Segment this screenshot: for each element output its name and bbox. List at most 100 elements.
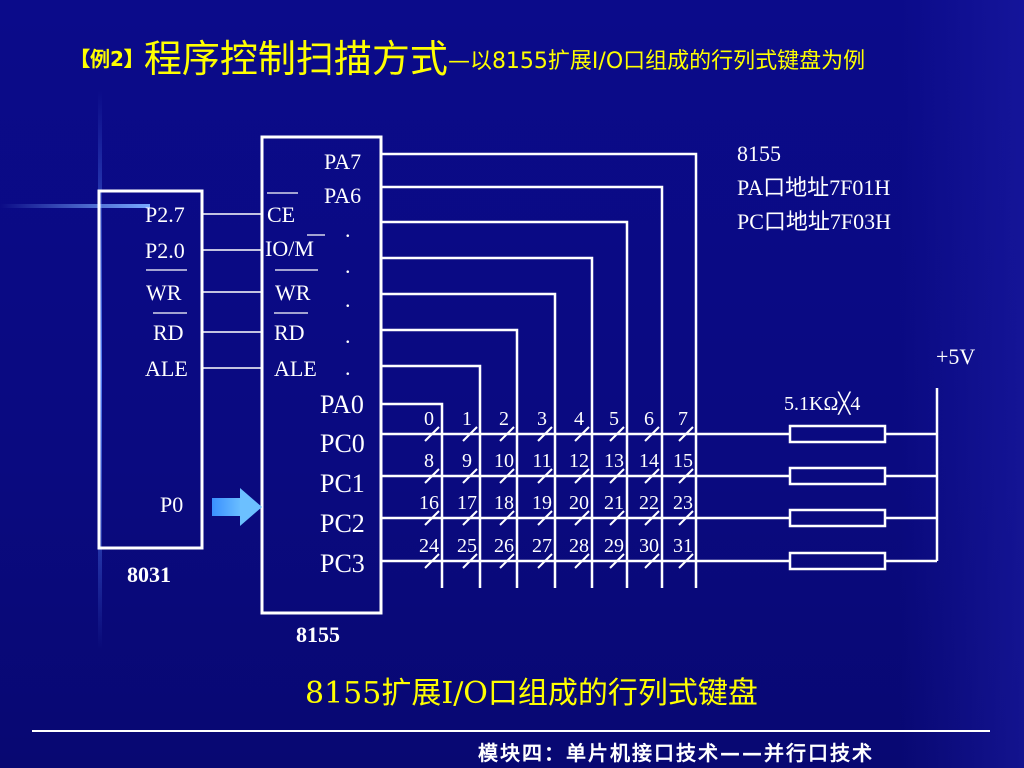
key-number: 18 [494, 492, 514, 514]
key-switch [678, 553, 694, 569]
key-switch [644, 468, 660, 484]
key-switch [424, 468, 440, 484]
pin-label: WR [275, 280, 311, 305]
address-note: 8155 PA口地址7F01H PC口地址7F03H [737, 141, 891, 234]
key-switch [609, 510, 625, 526]
pin-dot: . [345, 287, 351, 312]
resistor [788, 466, 887, 486]
key-number: 14 [639, 450, 659, 472]
key-switch [499, 468, 515, 484]
pin-label: PC2 [320, 509, 365, 538]
key-number: 19 [532, 492, 552, 514]
diagram-caption: 8155扩展I/O口组成的行列式键盘 [305, 676, 758, 711]
key-number: 23 [673, 492, 693, 514]
pin-label: CE [267, 202, 295, 227]
resistor [788, 424, 887, 444]
chip-8031-labels: P2.7 P2.0 WR RD ALE P0 [145, 202, 188, 517]
note-line: 8155 [737, 141, 781, 166]
pin-label: PA6 [324, 183, 361, 208]
pin-label: ALE [274, 356, 317, 381]
key-switch [424, 426, 440, 442]
chip-8155-name: 8155 [296, 622, 340, 647]
pin-label: RD [274, 320, 305, 345]
pin-label: PA0 [320, 390, 364, 419]
footer-divider [32, 730, 990, 732]
example-tag: 【例2】 [70, 47, 144, 71]
overbars [146, 192, 325, 314]
key-number: 15 [673, 450, 693, 472]
pin-label: WR [146, 280, 182, 305]
key-number: 9 [462, 450, 472, 472]
chip-8031-name: 8031 [127, 562, 171, 587]
key-number: 10 [494, 450, 514, 472]
chip-8155-labels: CE IO/M WR RD ALE PA7 PA6 . . . . . [265, 149, 361, 381]
pin-dot: . [345, 355, 351, 380]
key-number: 12 [569, 450, 589, 472]
chip-8155-box [260, 135, 383, 615]
key-number: 31 [673, 535, 693, 557]
key-number: 8 [424, 450, 434, 472]
pin-label: IO/M [265, 236, 314, 261]
row-pin-labels: PA0 PC0 PC1 PC2 PC3 [320, 390, 365, 578]
key-switch [462, 426, 478, 442]
resistor [788, 551, 887, 571]
footer-text: 模块四：单片机接口技术——并行口技术 [478, 741, 874, 765]
key-switches [424, 426, 694, 569]
note-line: PA口地址7F01H [737, 175, 890, 200]
key-switch [574, 468, 590, 484]
key-number: 22 [639, 492, 659, 514]
note-line: PC口地址7F03H [737, 209, 891, 234]
resistor-label: 5.1KΩ╳4 [784, 391, 860, 415]
key-switch [424, 510, 440, 526]
decorative-horizontal-glow [0, 204, 150, 208]
pin-label: ALE [145, 356, 188, 381]
key-switch [462, 468, 478, 484]
key-number: 7 [678, 408, 688, 430]
data-bus-arrow [212, 488, 262, 526]
key-switch [644, 553, 660, 569]
key-switch [499, 426, 515, 442]
key-number: 29 [604, 535, 624, 557]
key-switch [609, 553, 625, 569]
key-switch [424, 553, 440, 569]
key-switch [678, 468, 694, 484]
slide-title: 【例2】程序控制扫描方式—以8155扩展I/O口组成的行列式键盘为例 [70, 28, 1024, 83]
pin-label: PC3 [320, 549, 365, 578]
key-switch [499, 510, 515, 526]
key-number: 24 [419, 535, 439, 557]
key-switch [574, 510, 590, 526]
key-number: 26 [494, 535, 514, 557]
key-switch [644, 426, 660, 442]
title-main: 程序控制扫描方式 [143, 37, 448, 81]
key-switch [678, 426, 694, 442]
key-switch [574, 553, 590, 569]
key-switch [537, 510, 553, 526]
chip-8031-box [97, 189, 204, 550]
key-number: 13 [604, 450, 624, 472]
key-switch [609, 426, 625, 442]
title-subtitle: —以8155扩展I/O口组成的行列式键盘为例 [447, 49, 866, 74]
power-label: +5V [936, 344, 975, 369]
resistor [788, 508, 887, 528]
key-number: 25 [457, 535, 477, 557]
key-switch [462, 510, 478, 526]
key-number: 27 [532, 535, 552, 557]
row-wires [381, 388, 939, 563]
key-switch [537, 468, 553, 484]
pin-label: PC1 [320, 469, 365, 498]
key-switch [537, 426, 553, 442]
pin-label: PA7 [324, 149, 361, 174]
key-switch [574, 426, 590, 442]
key-switch [644, 510, 660, 526]
key-number: 21 [604, 492, 624, 514]
key-switch [499, 553, 515, 569]
pin-label: P2.7 [145, 202, 185, 227]
key-number: 16 [419, 492, 439, 514]
key-number: 2 [499, 408, 509, 430]
pin-dot: . [345, 323, 351, 348]
key-number: 17 [457, 492, 477, 514]
key-number: 30 [639, 535, 659, 557]
key-switch [537, 553, 553, 569]
key-number: 0 [424, 408, 434, 430]
